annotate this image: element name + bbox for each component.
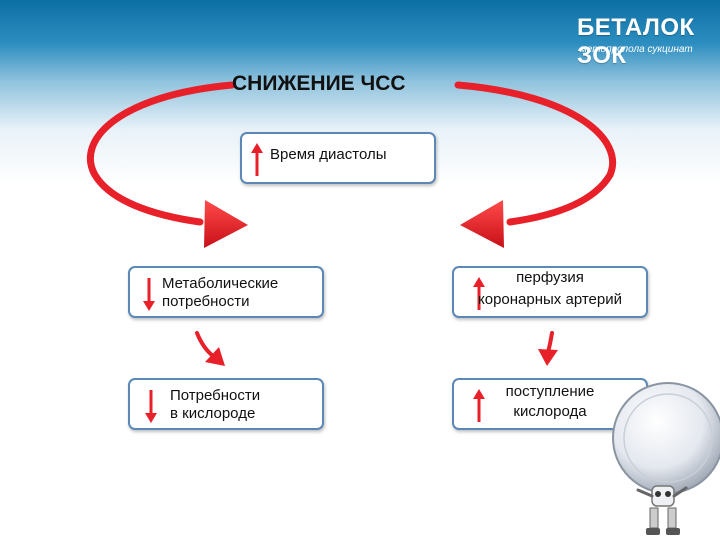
box-diastole-time: Время диастолы xyxy=(240,132,436,184)
box-oxygen-supply: поступление кислорода xyxy=(452,378,648,430)
box-metabolic-line1: Метаболические xyxy=(162,275,279,292)
box-metabolic-needs: Метаболические потребности xyxy=(128,266,324,318)
small-arrow-left xyxy=(195,331,215,358)
box-oxygen-need: Потребности в кислороде xyxy=(128,378,324,430)
box-perfusion-line1: перфузия xyxy=(516,269,584,286)
box-oxygen-need-line1: Потребности xyxy=(170,387,261,404)
arrow-down-icon xyxy=(145,390,157,423)
arrowhead-left xyxy=(204,200,248,248)
box-perfusion-line2: коронарных артерий xyxy=(478,291,622,308)
box-metabolic-line2: потребности xyxy=(162,293,250,310)
arrow-up-icon xyxy=(473,277,485,310)
small-arrowhead-right xyxy=(538,349,558,366)
box-oxygen-need-line2: в кислороде xyxy=(170,405,256,422)
small-arrowhead-left xyxy=(205,347,225,366)
box-oxygen-supply-line2: кислорода xyxy=(513,403,587,420)
logo-brand-text: БЕТАЛОК ЗОК xyxy=(577,14,695,69)
small-arrow-right xyxy=(546,331,554,354)
betaloc-logo: БЕТАЛОК ЗОК метопролола сукцинат xyxy=(555,14,715,69)
arrowhead-right xyxy=(460,200,504,248)
arrow-up-icon xyxy=(473,389,485,422)
logo-subtitle: метопролола сукцинат xyxy=(580,44,693,55)
box-oxygen-supply-line1: поступление xyxy=(505,383,595,400)
robot-mascot-icon xyxy=(612,382,720,535)
arrow-up-icon xyxy=(251,143,263,176)
arrow-down-icon xyxy=(143,278,155,311)
curved-arrow-left xyxy=(86,81,236,226)
curved-arrow-right xyxy=(454,81,617,226)
diagram-title: СНИЖЕНИЕ ЧСС xyxy=(232,72,406,95)
box-coronary-perfusion: перфузия коронарных артерий xyxy=(452,266,648,318)
box-diastole-label: Время диастолы xyxy=(270,146,387,163)
